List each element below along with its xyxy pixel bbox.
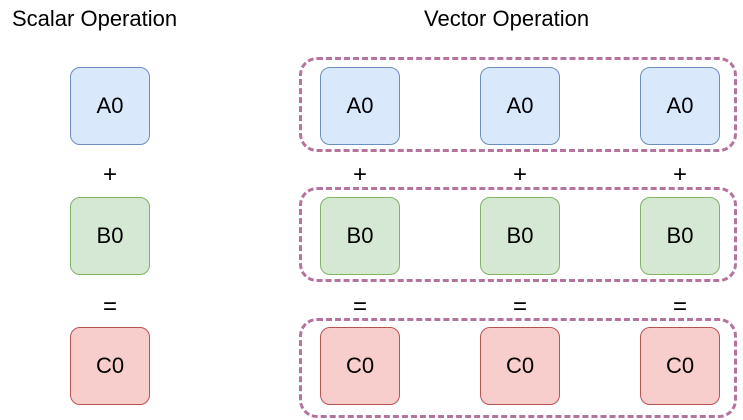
scalar-equals: = <box>102 293 117 320</box>
vector-equals-0: = <box>352 293 367 320</box>
scalar-title: Scalar Operation <box>12 6 178 31</box>
vector-equals-2: = <box>672 293 687 320</box>
vector-c-box-0: C0 <box>320 327 400 405</box>
vector-plus-1: + <box>512 161 527 188</box>
vector-plus-2: + <box>672 161 687 188</box>
vector-title: Vector Operation <box>424 6 590 31</box>
vector-b-box-2: B0 <box>640 197 720 275</box>
vector-a-box-2: A0 <box>640 67 720 145</box>
vector-plus-0: + <box>352 161 367 188</box>
scalar-plus: + <box>102 161 117 188</box>
vector-c-box-2: C0 <box>640 327 720 405</box>
vector-c-box-1: C0 <box>480 327 560 405</box>
vector-b-box-1: B0 <box>480 197 560 275</box>
vector-c-group <box>299 318 737 418</box>
vector-a-box-1: A0 <box>480 67 560 145</box>
vector-b-group <box>299 187 737 282</box>
vector-equals-1: = <box>512 293 527 320</box>
scalar-c-box: C0 <box>70 327 150 405</box>
vector-a-box-0: A0 <box>320 67 400 145</box>
scalar-a-box: A0 <box>70 67 150 145</box>
scalar-b-box: B0 <box>70 197 150 275</box>
vector-a-group <box>299 57 737 152</box>
vector-b-box-0: B0 <box>320 197 400 275</box>
